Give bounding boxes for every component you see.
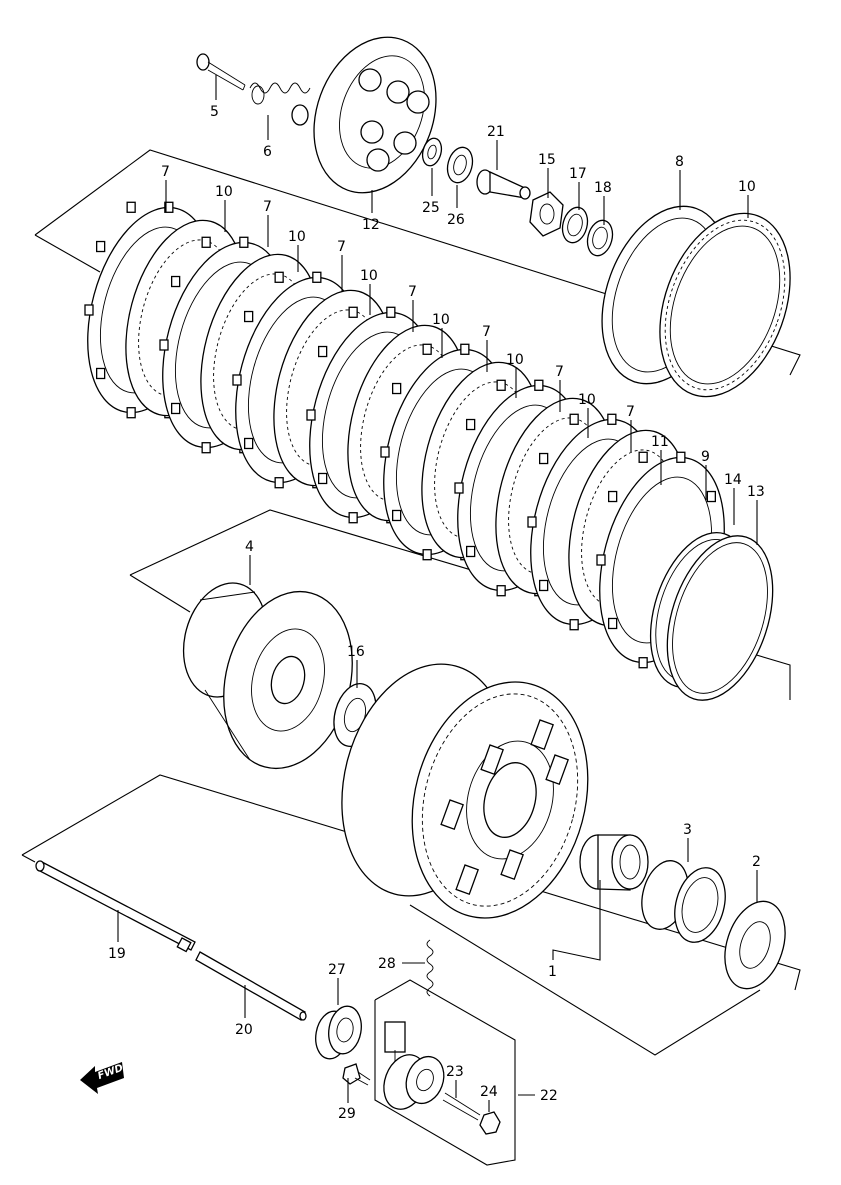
callout-10-4: 10 (432, 312, 450, 328)
callout-1: 1 (548, 964, 557, 980)
callout-labels: 5 6 12 25 26 21 15 17 18 8 10 7 10 7 10 … (108, 104, 765, 1122)
part-3-needle-bearing (641, 860, 726, 943)
part-10-driven-plate-right (659, 212, 791, 398)
callout-10-6: 10 (578, 392, 596, 408)
callout-9: 9 (701, 449, 710, 465)
callout-7-5: 7 (482, 324, 491, 340)
part-22-box (374, 979, 516, 1166)
callout-3: 3 (683, 822, 692, 838)
leader-lines (117, 75, 758, 1112)
forward-arrow-icon: FWD (80, 1062, 125, 1094)
callout-24: 24 (480, 1084, 498, 1100)
callout-7-1: 7 (161, 164, 170, 180)
callout-11: 11 (651, 434, 669, 450)
part-25-washer (421, 137, 443, 167)
callout-20: 20 (235, 1022, 253, 1038)
part-27-oil-seal (315, 1005, 362, 1060)
part-29-bolt (342, 1063, 371, 1086)
part-15-nut (529, 191, 564, 237)
callout-23: 23 (446, 1064, 464, 1080)
callout-10-2: 10 (288, 229, 306, 245)
part-20-push-rod (195, 951, 307, 1021)
part-19-push-rod (35, 860, 196, 953)
callout-10-3: 10 (360, 268, 378, 284)
callout-18: 18 (594, 180, 612, 196)
part-18-washer (586, 219, 614, 257)
part-5-bolt (196, 53, 246, 91)
callout-22: 22 (540, 1088, 558, 1104)
part-21-push-piece (476, 169, 531, 200)
callout-27: 27 (328, 962, 346, 978)
callout-7-2: 7 (263, 199, 272, 215)
callout-19: 19 (108, 946, 126, 962)
callout-25: 25 (422, 200, 440, 216)
callout-7-6: 7 (555, 364, 564, 380)
callout-8: 8 (675, 154, 684, 170)
callout-7-7: 7 (626, 404, 635, 420)
clutch-plate-stack (84, 201, 728, 669)
part-1-primary-driven-gear (341, 663, 589, 919)
callout-7-3: 7 (337, 239, 346, 255)
callout-6: 6 (263, 144, 272, 160)
part-28-spring (426, 939, 434, 997)
part-17-washer (561, 206, 589, 244)
callout-10-5: 10 (506, 352, 524, 368)
part-1-sleeve (579, 834, 649, 891)
part-26-bearing (446, 146, 474, 184)
callout-14: 14 (724, 472, 742, 488)
callout-16: 16 (347, 644, 365, 660)
callout-12: 12 (362, 217, 380, 233)
part-4-clutch-sleeve-hub (182, 582, 353, 770)
callout-17: 17 (569, 166, 587, 182)
callout-5: 5 (210, 104, 219, 120)
callout-2: 2 (752, 854, 761, 870)
callout-21: 21 (487, 124, 505, 140)
callout-15: 15 (538, 152, 556, 168)
callout-10-right: 10 (738, 179, 756, 195)
callout-13: 13 (747, 484, 765, 500)
part-13-spring-washer (666, 535, 774, 701)
callout-28: 28 (378, 956, 396, 972)
part-2-thrust-washer (724, 900, 786, 990)
part-6-spring (249, 82, 311, 126)
part-23-adjusting-screw (442, 1092, 481, 1121)
part-22-release-camshaft (383, 1021, 445, 1110)
part-24-nut (479, 1111, 501, 1135)
part-12-pressure-plate (313, 36, 437, 194)
callout-26: 26 (447, 212, 465, 228)
callout-4: 4 (245, 539, 254, 555)
callout-10-1: 10 (215, 184, 233, 200)
callout-7-4: 7 (408, 284, 417, 300)
callout-29: 29 (338, 1106, 356, 1122)
